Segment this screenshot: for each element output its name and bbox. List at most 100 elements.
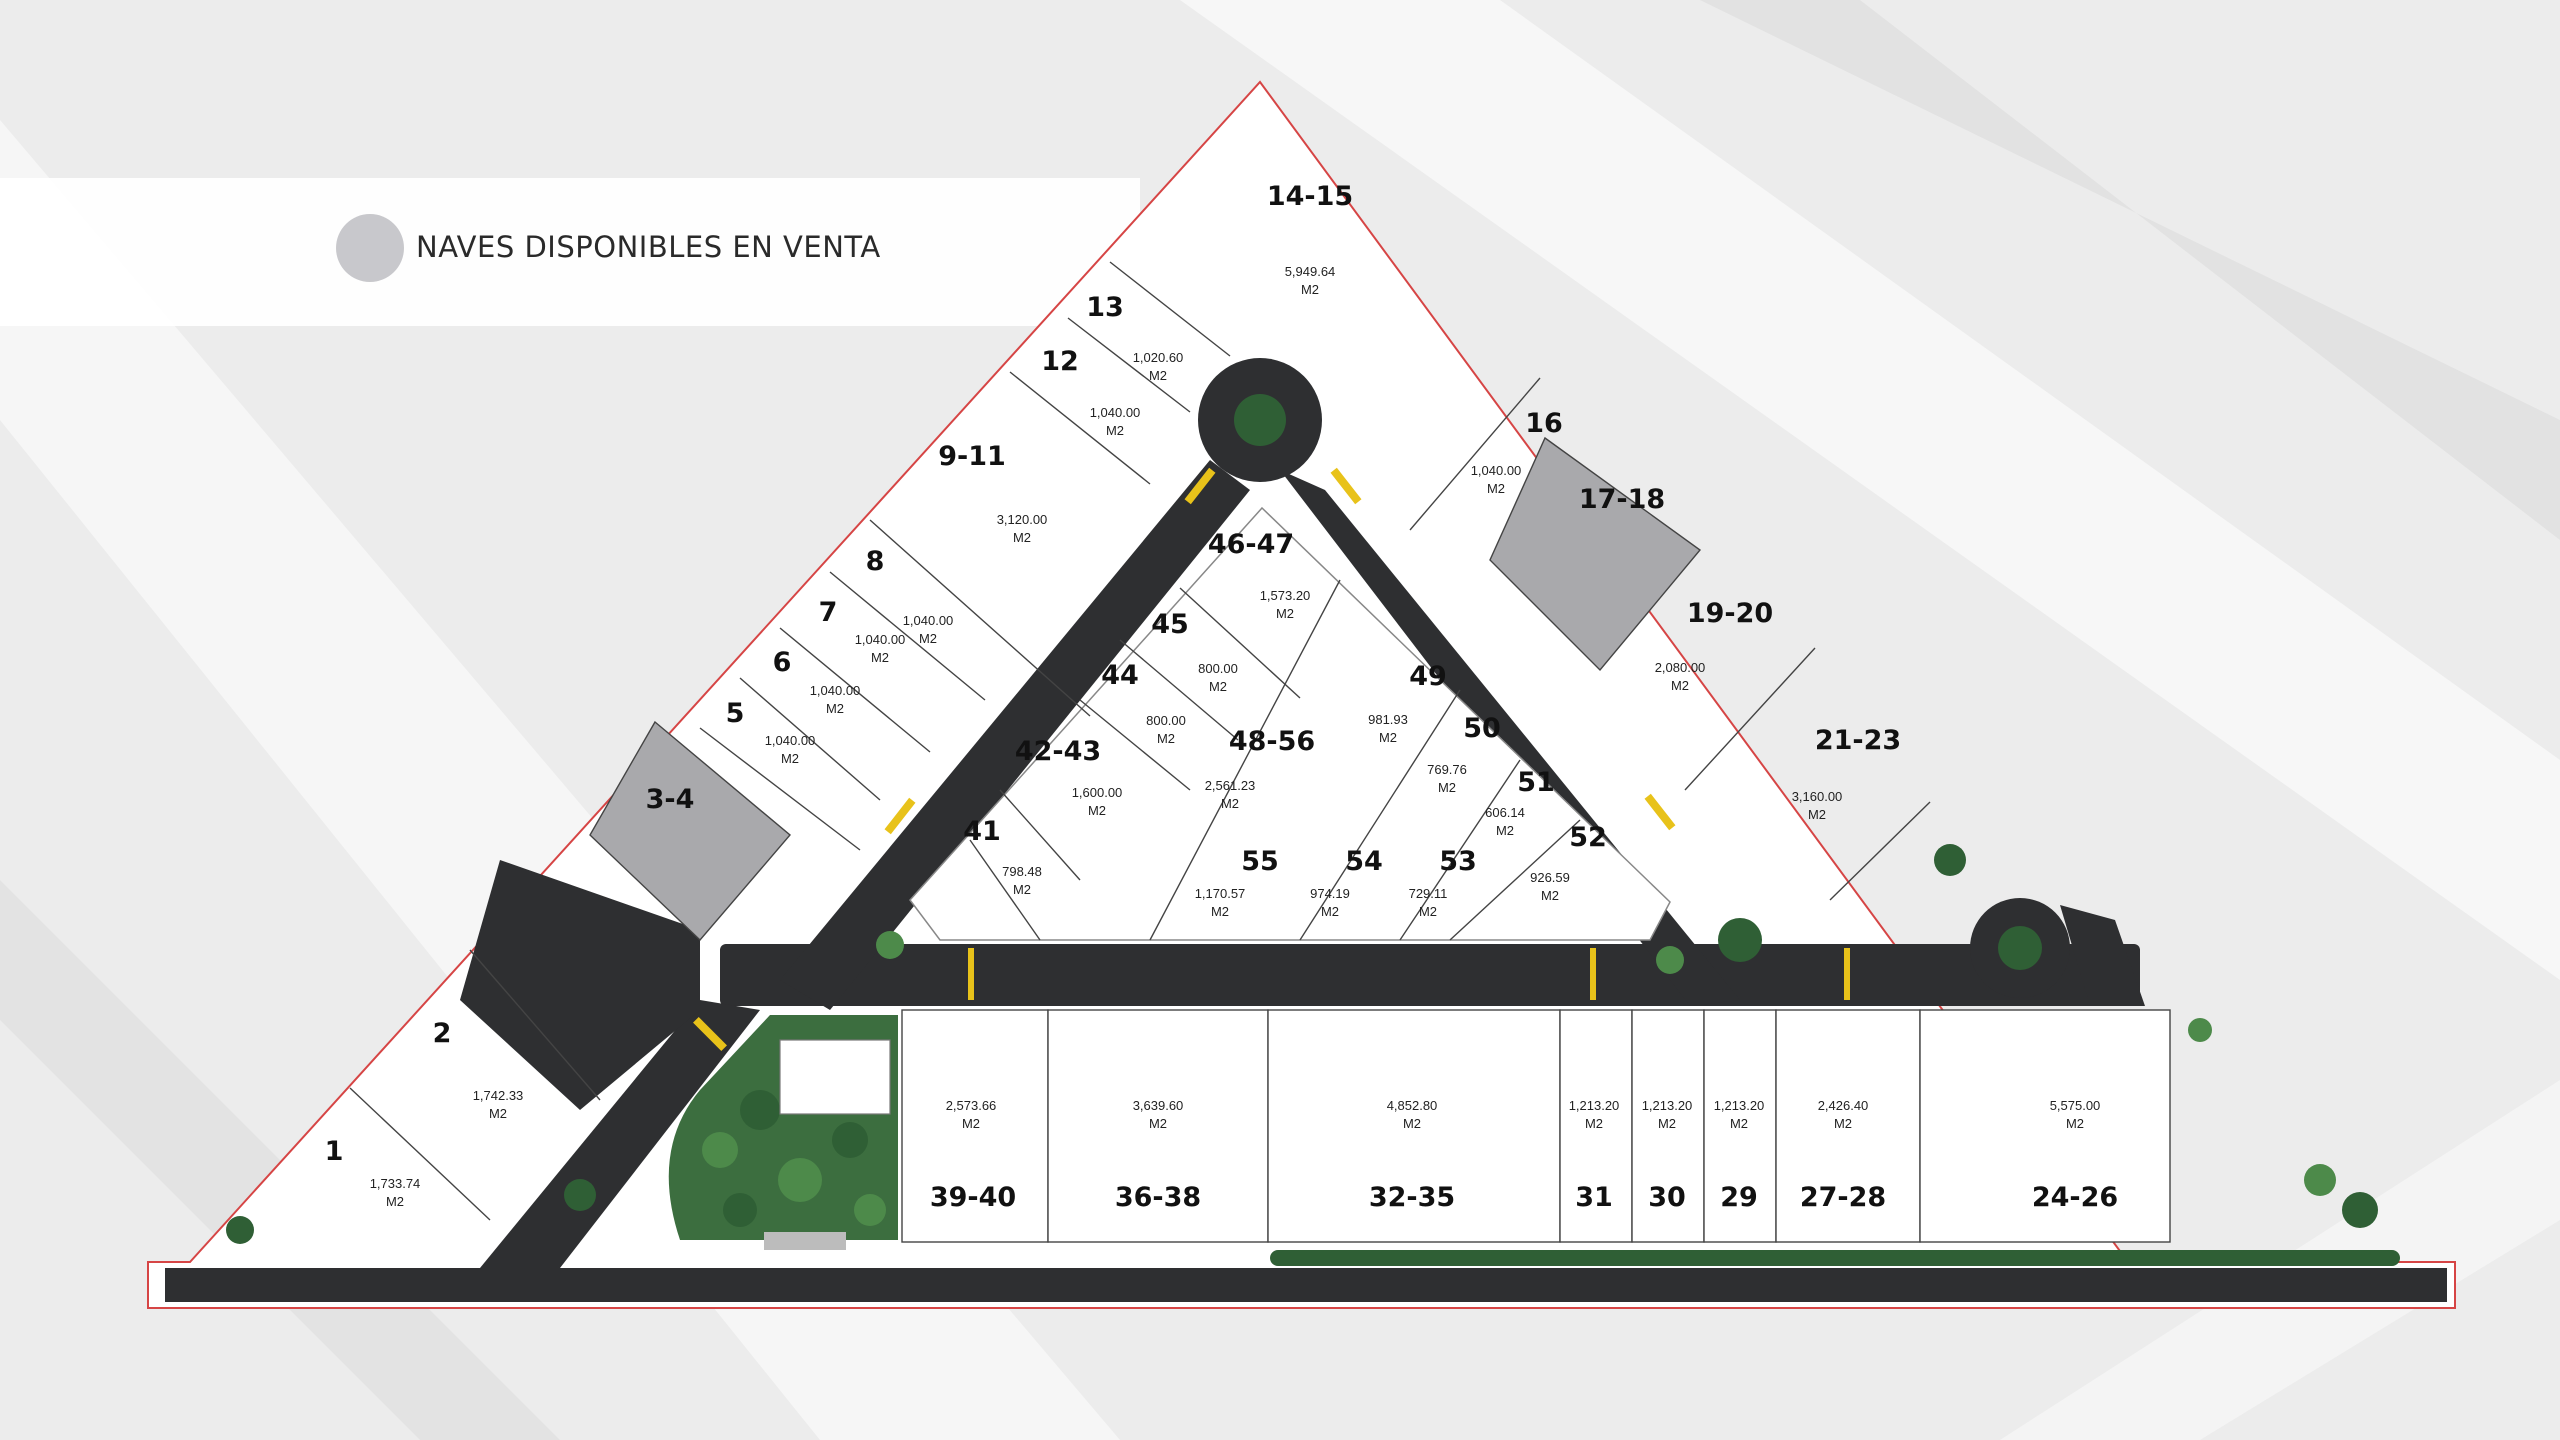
lot-area-unit: M2 [781,751,799,766]
lot-area: 1,040.00 [765,733,816,748]
lot-area: 1,213.20 [1714,1098,1765,1113]
lot-area-unit: M2 [919,631,937,646]
lot-area: 1,040.00 [903,613,954,628]
scattered-trees [226,844,2378,1244]
lot-area-unit: M2 [1541,888,1559,903]
lot-area-unit: M2 [1585,1116,1603,1131]
lot-number: 19-20 [1687,598,1773,629]
lot-area: 3,639.60 [1133,1098,1184,1113]
lot-number: 31 [1575,1182,1613,1213]
lot-area: 2,561.23 [1205,778,1256,793]
left-access-road [480,1000,760,1268]
lot-number: 45 [1151,609,1189,640]
lot-area: 1,600.00 [1072,785,1123,800]
lot-area-unit: M2 [1671,678,1689,693]
lot-area: 1,040.00 [855,632,906,647]
lot-area: 1,742.33 [473,1088,524,1103]
central-road [720,944,2140,1006]
lot-number: 8 [866,546,885,577]
bottom-hedge [1270,1250,2400,1266]
lot-area-unit: M2 [1013,530,1031,545]
lot-area-unit: M2 [1808,807,1826,822]
lot-area-unit: M2 [826,701,844,716]
lot-area-unit: M2 [386,1194,404,1209]
lot-area: 1,170.57 [1195,886,1246,901]
lot-number: 42-43 [1015,736,1101,767]
legend-swatch [336,214,404,282]
lot-number: 2 [433,1018,452,1049]
roundabout-tree [1234,394,1286,446]
roundabout-tree-right [1998,926,2042,970]
lot-number: 3-4 [646,784,695,815]
right-access-road [2060,905,2145,1006]
left-diagonal-road [780,460,1250,1010]
lot-number: 39-40 [930,1182,1016,1213]
lot-area: 1,040.00 [1471,463,1522,478]
lot-area-unit: M2 [871,650,889,665]
lot-area: 5,575.00 [2050,1098,2101,1113]
lot-number: 29 [1720,1182,1758,1213]
lot-area-unit: M2 [1276,606,1294,621]
legend-bar [0,178,1140,326]
lot-area: 1,040.00 [1090,405,1141,420]
crosswalks [693,467,1850,1051]
lot-shape-3-4 [589,720,791,942]
lot-area-unit: M2 [1419,904,1437,919]
lot-area: 3,120.00 [997,512,1048,527]
lot-area-unit: M2 [489,1106,507,1121]
lot-area-unit: M2 [1438,780,1456,795]
lot-area-unit: M2 [1301,282,1319,297]
lot-shape-17-18 [1489,436,1702,672]
lot-3-4[interactable]: 3-4 [646,784,695,815]
lot-number: 51 [1517,767,1555,798]
lot-area-unit: M2 [1379,730,1397,745]
lot-number: 54 [1345,846,1383,877]
legend-label: NAVES DISPONIBLES EN VENTA [416,230,881,264]
lot-number: 50 [1463,713,1501,744]
lot-area-unit: M2 [1221,796,1239,811]
lot-number: 32-35 [1369,1182,1455,1213]
lot-area-unit: M2 [1487,481,1505,496]
lot-number: 13 [1086,292,1124,323]
lot-area-unit: M2 [1149,1116,1167,1131]
lot-number: 41 [963,816,1001,847]
lot-labels: 14-155,949.64M2131,020.60M2121,040.00M29… [325,181,2119,1213]
lot-17-18[interactable]: 17-18 [1579,484,1665,515]
lot-area: 1,020.60 [1133,350,1184,365]
lot-area: 729.11 [1409,886,1448,901]
